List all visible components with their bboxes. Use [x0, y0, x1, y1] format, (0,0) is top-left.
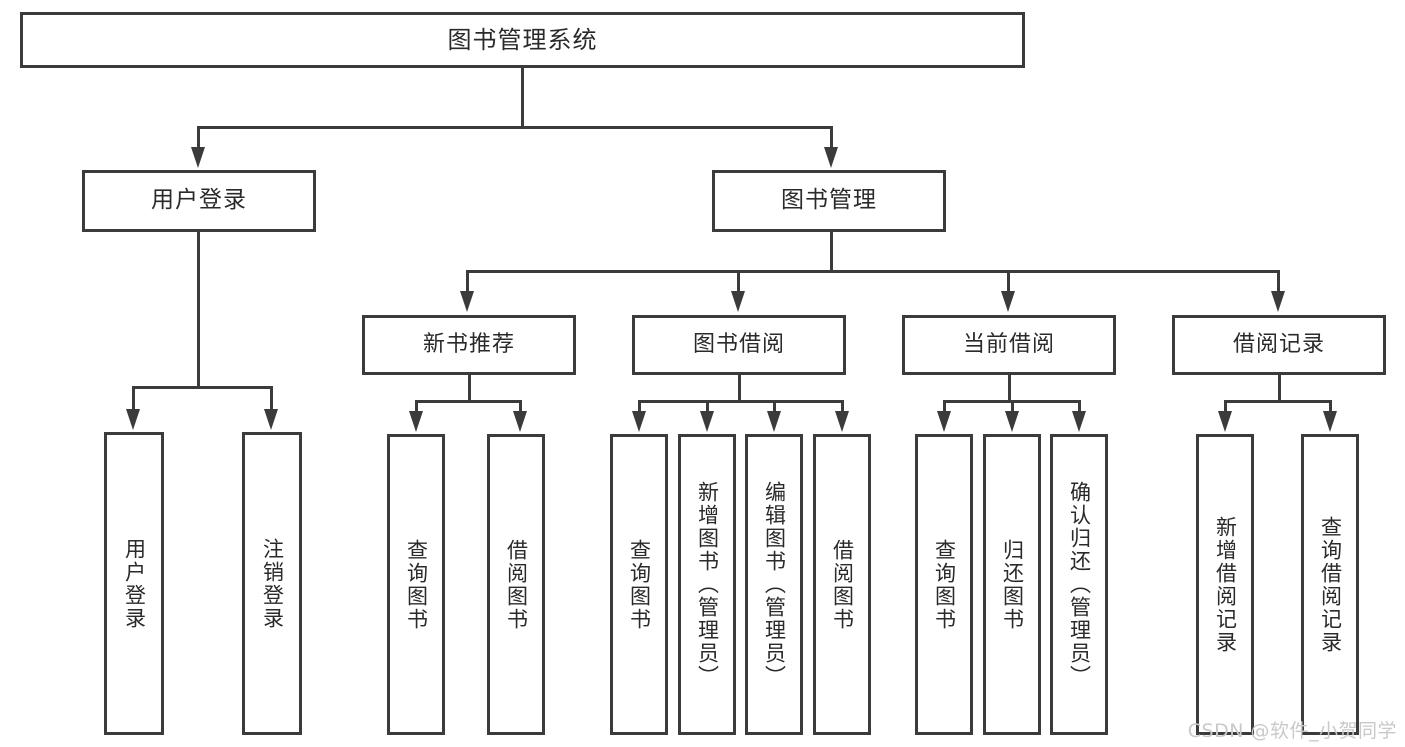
connector-bookborrow-drop-4 [841, 400, 844, 412]
connector-bookborrow-stem [738, 375, 741, 400]
connector-userlogin-drop-2 [270, 386, 273, 410]
leaf-label: 查询图书 [932, 538, 957, 631]
connector-bookmgmt-stem [830, 232, 833, 270]
arrow-newbook-leaf-2 [513, 411, 527, 432]
connector-newbook-drop-2 [519, 400, 522, 412]
node-label: 用户登录 [151, 187, 247, 214]
leaf-currentborrow-confirm[interactable]: 确认归还（管理员） [1050, 434, 1108, 735]
arrow-bookmgmt-to-record [1271, 291, 1285, 312]
connector-root-to-bookmgmt [830, 126, 833, 150]
arrow-root-to-userlogin [191, 147, 205, 168]
node-label: 新书推荐 [422, 331, 515, 357]
leaf-bookborrow-edit[interactable]: 编辑图书（管理员） [745, 434, 803, 735]
connector-currentborrow-drop-3 [1078, 400, 1081, 412]
arrow-bookborrow-leaf-2 [700, 411, 714, 432]
connector-bookmgmt-drop-3 [1007, 270, 1010, 292]
arrow-bookmgmt-to-newbook [460, 291, 474, 312]
arrow-currentborrow-leaf-1 [937, 411, 951, 432]
leaf-newbook-query[interactable]: 查询图书 [387, 434, 445, 735]
node-label: 图书管理系统 [447, 25, 598, 54]
watermark-text: CSDN @软件_小贺同学 [1187, 720, 1397, 742]
connector-userlogin-stem [197, 232, 200, 386]
connector-borrowrecord-stem [1278, 375, 1281, 400]
leaf-label: 用户登录 [122, 537, 147, 630]
leaf-label: 借阅图书 [830, 538, 855, 631]
node-book-management[interactable]: 图书管理 [712, 170, 946, 232]
connector-userlogin-bus [132, 386, 270, 389]
leaf-label: 新增借阅记录 [1213, 515, 1238, 654]
arrow-currentborrow-leaf-2 [1005, 411, 1019, 432]
connector-bookmgmt-bus [466, 270, 1280, 273]
leaf-label: 新增图书（管理员） [695, 481, 720, 688]
connector-userlogin-drop-1 [132, 386, 135, 410]
arrow-borrowrecord-leaf-2 [1323, 411, 1337, 432]
leaf-label: 借阅图书 [504, 538, 529, 631]
arrow-userlogin-leaf-2 [264, 409, 278, 430]
node-label: 图书借阅 [692, 331, 785, 357]
node-label: 当前借阅 [962, 331, 1055, 357]
leaf-label: 确认归还（管理员） [1067, 481, 1092, 688]
node-current-borrow[interactable]: 当前借阅 [902, 315, 1116, 375]
leaf-label: 查询借阅记录 [1318, 515, 1343, 654]
arrow-currentborrow-leaf-3 [1072, 411, 1086, 432]
connector-bookborrow-drop-3 [773, 400, 776, 412]
leaf-bookborrow-borrow[interactable]: 借阅图书 [813, 434, 871, 735]
arrow-bookborrow-leaf-4 [835, 411, 849, 432]
connector-currentborrow-drop-2 [1011, 400, 1014, 412]
leaf-currentborrow-query[interactable]: 查询图书 [915, 434, 973, 735]
arrow-root-to-bookmgmt [824, 147, 838, 168]
arrow-userlogin-leaf-1 [126, 409, 140, 430]
leaf-label: 查询图书 [627, 538, 652, 631]
arrow-bookborrow-leaf-1 [632, 411, 646, 432]
leaf-label: 归还图书 [1000, 538, 1025, 631]
leaf-label: 编辑图书（管理员） [762, 481, 787, 688]
node-user-login[interactable]: 用户登录 [82, 170, 316, 232]
leaf-currentborrow-return[interactable]: 归还图书 [983, 434, 1041, 735]
node-book-borrow[interactable]: 图书借阅 [632, 315, 846, 375]
node-root-system[interactable]: 图书管理系统 [20, 12, 1025, 68]
connector-bookmgmt-drop-4 [1277, 270, 1280, 292]
connector-newbook-bus [415, 400, 522, 403]
leaf-label: 注销登录 [260, 537, 285, 630]
arrow-borrowrecord-leaf-1 [1218, 411, 1232, 432]
connector-root-bus [197, 126, 833, 129]
leaf-user-login-login[interactable]: 用户登录 [104, 432, 164, 735]
leaf-borrowrecord-query[interactable]: 查询借阅记录 [1301, 434, 1359, 735]
leaf-label: 查询图书 [404, 538, 429, 631]
leaf-newbook-borrow[interactable]: 借阅图书 [487, 434, 545, 735]
connector-currentborrow-drop-1 [943, 400, 946, 412]
connector-newbook-stem [468, 375, 471, 400]
connector-newbook-drop-1 [415, 400, 418, 412]
arrow-newbook-leaf-1 [409, 411, 423, 432]
connector-bookmgmt-drop-2 [737, 270, 740, 292]
leaf-bookborrow-add[interactable]: 新增图书（管理员） [678, 434, 736, 735]
connector-borrowrecord-drop-2 [1329, 400, 1332, 412]
leaf-user-login-logout[interactable]: 注销登录 [242, 432, 302, 735]
connector-bookborrow-bus [638, 400, 844, 403]
arrow-bookborrow-leaf-3 [767, 411, 781, 432]
arrow-bookmgmt-to-borrow [731, 291, 745, 312]
node-label: 图书管理 [781, 187, 877, 214]
node-label: 借阅记录 [1232, 331, 1325, 357]
connector-root-to-userlogin [197, 126, 200, 150]
connector-bookborrow-drop-2 [706, 400, 709, 412]
connector-borrowrecord-drop-1 [1224, 400, 1227, 412]
connector-bookmgmt-drop-1 [466, 270, 469, 292]
connector-currentborrow-stem [1008, 375, 1011, 400]
node-new-book-recommend[interactable]: 新书推荐 [362, 315, 576, 375]
leaf-bookborrow-query[interactable]: 查询图书 [610, 434, 668, 735]
arrow-bookmgmt-to-current [1001, 291, 1015, 312]
connector-bookborrow-drop-1 [638, 400, 641, 412]
leaf-borrowrecord-add[interactable]: 新增借阅记录 [1196, 434, 1254, 735]
connector-borrowrecord-bus [1224, 400, 1332, 403]
node-borrow-record[interactable]: 借阅记录 [1172, 315, 1386, 375]
connector-root-stem [521, 68, 524, 126]
